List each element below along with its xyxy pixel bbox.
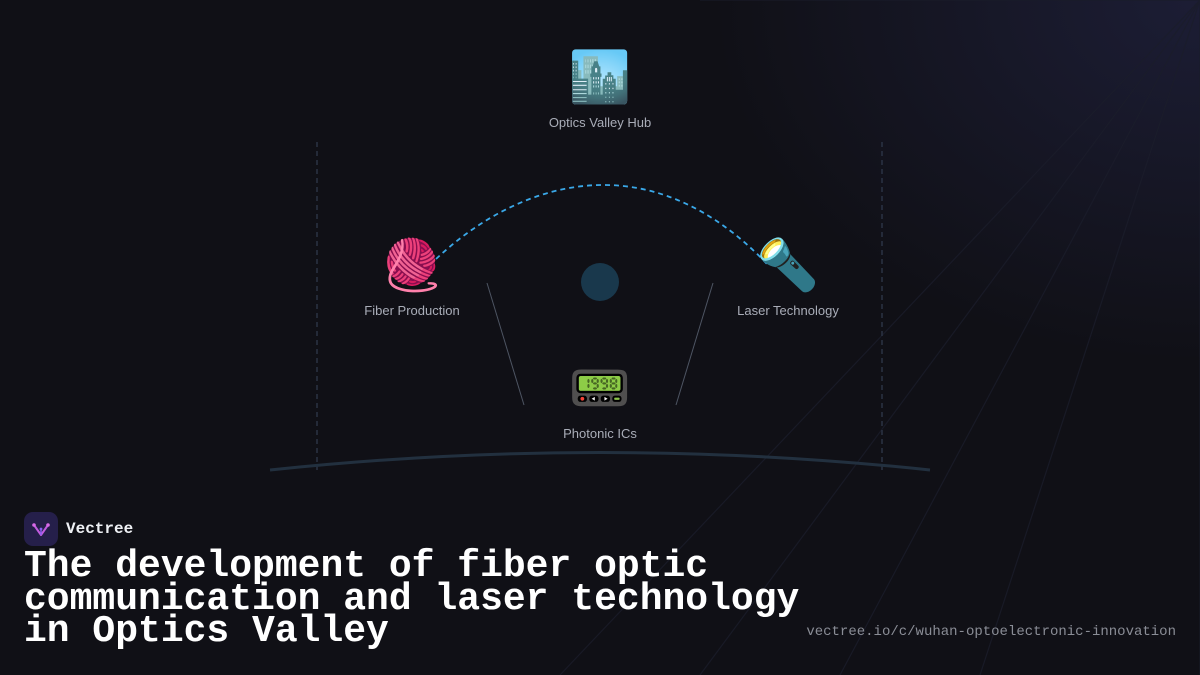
fiber-to-laser-connector xyxy=(435,184,769,266)
node-label: Fiber Production xyxy=(364,303,460,318)
yarn-icon: 🧶 xyxy=(380,237,444,293)
cityscape-icon: 🏙️ xyxy=(568,49,632,105)
base-arc xyxy=(269,451,931,472)
laser-to-ics-connector xyxy=(675,282,714,406)
node-label: Optics Valley Hub xyxy=(548,115,652,130)
brand-name: Vectree xyxy=(66,520,134,538)
flashlight-icon: 🔦 xyxy=(756,237,820,293)
brand[interactable]: Vectree xyxy=(24,512,133,546)
source-url[interactable]: vectree.io/c/wuhan-optoelectronic-innova… xyxy=(806,624,1176,640)
fiber-to-ics-connector xyxy=(486,282,525,406)
page-title: The development of fiber optic communica… xyxy=(24,545,800,653)
node-fiber-production: 🧶 Fiber Production xyxy=(312,235,512,318)
node-photonic-ics: 📟 Photonic ICs xyxy=(500,358,700,441)
node-label: Laser Technology xyxy=(737,303,839,318)
node-laser-technology: 🔦 Laser Technology xyxy=(688,235,888,318)
node-label: Photonic ICs xyxy=(563,426,637,441)
center-hub-dot xyxy=(581,263,619,301)
vectree-logo-icon xyxy=(24,512,58,546)
pager-icon: 📟 xyxy=(568,360,632,416)
node-optics-valley-hub: 🏙️ Optics Valley Hub xyxy=(500,47,700,130)
